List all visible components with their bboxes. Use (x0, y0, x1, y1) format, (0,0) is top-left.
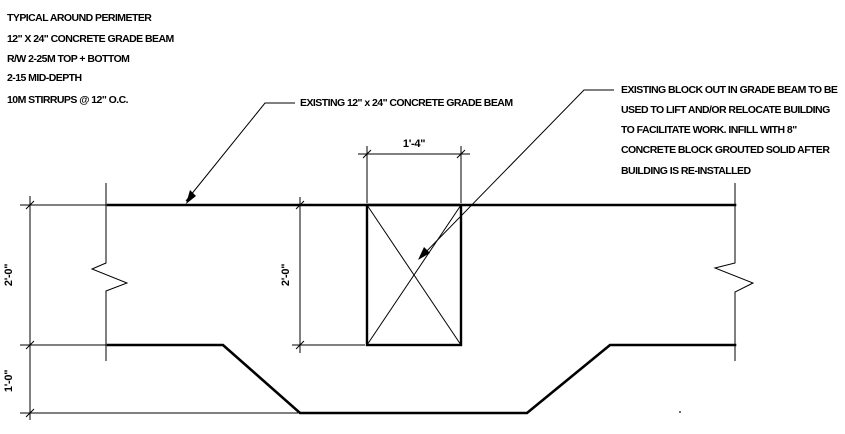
tick-mark (25, 200, 35, 210)
dim-step-depth: 1'-0" (3, 354, 298, 420)
callout-beam-text: EXISTING 12" x 24" CONCRETE GRADE BEAM (300, 97, 513, 109)
leader-arrowhead (186, 190, 196, 204)
callout-blockout-line-3: TO FACILITATE WORK. INFILL WITH 8" (621, 124, 797, 136)
tick-mark (25, 408, 35, 418)
blockout (365, 203, 463, 347)
leader-line (185, 102, 295, 202)
note-line-1: TYPICAL AROUND PERIMETER (7, 12, 152, 24)
note-line-2: 12" X 24" CONCRETE GRADE BEAM (7, 33, 175, 45)
dim-text-beam-depth: 2'-0" (3, 264, 15, 286)
right-break-line (713, 183, 755, 361)
tick-mark (456, 149, 466, 159)
blockout-cross-2 (366, 204, 462, 346)
tick-mark (25, 340, 35, 350)
leader-line (419, 89, 614, 259)
dim-text-blockout-width: 1'-4" (403, 138, 425, 150)
tick-mark (295, 200, 305, 210)
dim-text-blockout-height: 2'-0" (280, 264, 292, 286)
beam-bottom-profile (106, 343, 737, 415)
dim-text-step-depth: 1'-0" (3, 370, 15, 392)
note-line-3: R/W 2-25M TOP + BOTTOM (7, 53, 130, 65)
dim-blockout-height: 2'-0" (280, 197, 365, 353)
callout-blockout-line-5: BUILDING IS RE-INSTALLED (621, 165, 751, 177)
dim-blockout-width: 1'-4" (358, 138, 470, 203)
drawing-dot (679, 411, 681, 413)
blockout-outline (365, 203, 463, 347)
leader-blockout: EXISTING BLOCK OUT IN GRADE BEAM TO BE U… (418, 84, 838, 260)
dim-beam-depth-left: 2'-0" (3, 196, 106, 354)
callout-blockout-line-1: EXISTING BLOCK OUT IN GRADE BEAM TO BE (621, 84, 838, 96)
tick-mark (362, 149, 372, 159)
note-line-5: 10M STIRRUPS @ 12" O.C. (7, 94, 129, 106)
callout-blockout-line-4: CONCRETE BLOCK GROUTED SOLID AFTER (621, 144, 830, 156)
leader-beam: EXISTING 12" x 24" CONCRETE GRADE BEAM (185, 97, 514, 204)
general-notes: TYPICAL AROUND PERIMETER 12" X 24" CONCR… (7, 12, 175, 106)
callout-blockout-line-2: USED TO LIFT AND/OR RELOCATE BUILDING (621, 104, 830, 116)
left-break-line (90, 183, 129, 361)
leader-arrowhead (418, 247, 430, 260)
note-line-4: 2-15 MID-DEPTH (7, 72, 82, 84)
tick-mark (295, 340, 305, 350)
